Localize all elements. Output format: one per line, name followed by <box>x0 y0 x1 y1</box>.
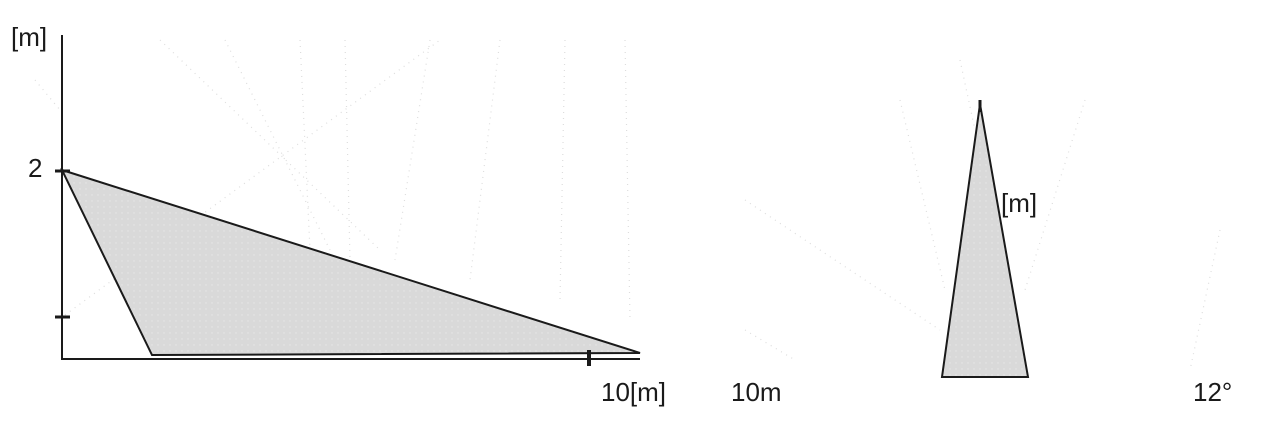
angle-caption: 12° <box>1193 377 1233 407</box>
side-y-tick-label: 2 <box>28 153 43 183</box>
side-y-unit-label: [m] <box>11 22 48 52</box>
top-detection-zone <box>940 103 1030 378</box>
background-guide-lines <box>34 39 1221 371</box>
side-x-max-label: 10[m] <box>601 377 667 407</box>
side-detection-zone <box>60 168 641 357</box>
top-unit-label: [m] <box>1001 188 1038 218</box>
side-view <box>55 35 641 366</box>
top-view <box>940 100 1030 378</box>
range-caption: 10m <box>731 377 782 407</box>
